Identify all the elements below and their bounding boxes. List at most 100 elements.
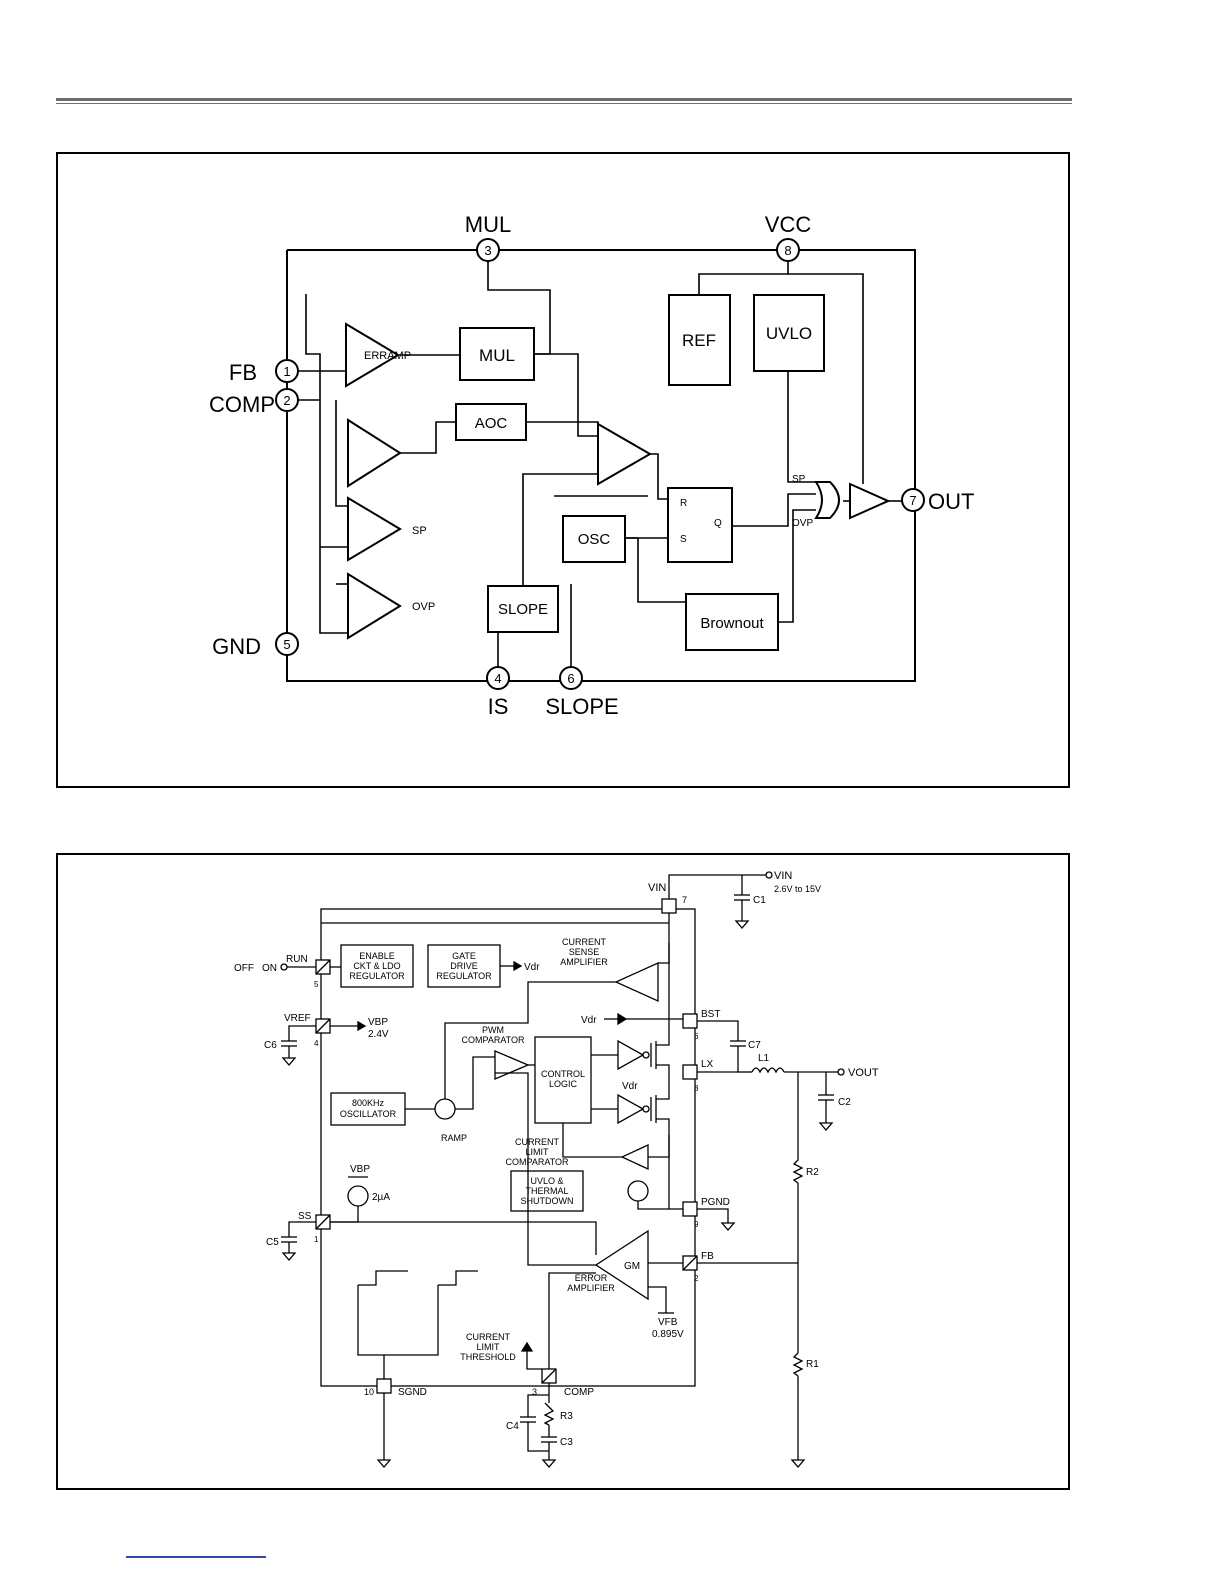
low-side-driver — [617, 1093, 645, 1125]
output-driver — [849, 482, 891, 520]
pgnd-wire — [697, 1208, 729, 1223]
ramp-summing-node — [434, 1098, 456, 1120]
pin-fb-slash — [682, 1255, 698, 1271]
pin-gnd-circle — [275, 632, 299, 656]
vdr-bst-label: Vdr — [581, 1015, 597, 1026]
c2-label: C2 — [838, 1097, 851, 1108]
block-enable-line3: REGULATOR — [349, 971, 405, 981]
comp-ground-icon — [541, 1459, 557, 1468]
pin-comp-slash — [541, 1368, 557, 1384]
c4-label: C4 — [506, 1421, 519, 1432]
pin-pgnd-box — [682, 1201, 698, 1217]
block-slope-label: SLOPE — [498, 601, 548, 618]
c6-ground-icon — [281, 1057, 297, 1066]
vin-range: 2.6V to 15V — [774, 884, 821, 894]
c6-wire — [288, 1025, 316, 1041]
block-enable-line2: CKT & LDO — [353, 961, 400, 971]
r1-label: R1 — [806, 1359, 819, 1370]
pin-vref-label: VREF — [284, 1013, 311, 1024]
pin-ss-slash — [315, 1214, 331, 1230]
c5-label: C5 — [266, 1237, 279, 1248]
pin-bst-box — [682, 1013, 698, 1029]
pin-comp-label: COMP — [209, 392, 275, 417]
block-brownout-label: Brownout — [700, 615, 764, 632]
signal-sp-gate: SP — [792, 474, 806, 485]
ovp-comparator — [347, 572, 402, 640]
block-control-line2: LOGIC — [549, 1079, 578, 1089]
pin-slope-number: 6 — [567, 671, 574, 686]
buck-block-diagram: VIN 7 VIN 2.6V to 15V C1 RUN 5 OFF ON VR… — [234, 870, 879, 1468]
block-gate-line1: GATE — [452, 951, 476, 961]
vin-pin-label: VIN — [648, 882, 666, 894]
c1-label: C1 — [753, 895, 766, 906]
pfc-block-diagram-panel: 3 MUL 8 VCC 1 FB 2 COMP 5 GND 4 IS 6 SLO… — [56, 152, 1070, 788]
pin-run-label: RUN — [286, 954, 308, 965]
pwm-comparator — [494, 1050, 530, 1080]
block-aoc-label: AOC — [475, 415, 508, 432]
current-source-value: 2µA — [372, 1192, 390, 1203]
high-side-driver — [617, 1039, 645, 1071]
pin-out-number: 7 — [909, 493, 916, 508]
pin-fb-label: FB — [701, 1251, 714, 1262]
pin-lx-label: LX — [701, 1059, 714, 1070]
pin-bst-label: BST — [701, 1009, 720, 1020]
chip-outline-bottom — [320, 908, 696, 1387]
switch-on: ON — [262, 963, 277, 974]
vbp-source-label: VBP — [350, 1164, 370, 1175]
block-control-line1: CONTROL — [541, 1069, 585, 1079]
sp-comparator — [347, 496, 402, 562]
footer-link-underline[interactable] — [126, 1556, 266, 1558]
r3-resistor — [543, 1402, 555, 1426]
block-osc-line2: OSCILLATOR — [340, 1109, 397, 1119]
pin-comp-number: 3 — [532, 1387, 537, 1397]
pin-bst-number: 6 — [694, 1032, 699, 1041]
vfb-wire — [648, 1286, 667, 1313]
bst-diode — [617, 1012, 628, 1026]
block-uvlo-line1: UVLO & — [530, 1176, 563, 1186]
c7-label: C7 — [748, 1040, 761, 1051]
pin-sgnd-label: SGND — [398, 1387, 427, 1398]
vout-terminal — [837, 1068, 845, 1076]
pwm-line2: COMPARATOR — [461, 1035, 525, 1045]
vfb-value: 0.895V — [652, 1329, 684, 1340]
ramp-label: RAMP — [441, 1133, 467, 1143]
run-terminal — [280, 963, 288, 971]
pin-ss-label: SS — [298, 1211, 312, 1222]
pgnd-ground-icon — [720, 1222, 736, 1231]
block-gate-line3: REGULATOR — [436, 971, 492, 981]
pin-is-label: IS — [488, 694, 509, 719]
pin-run-number: 5 — [314, 980, 319, 989]
l1-label: L1 — [758, 1053, 770, 1064]
flip-flop-s: S — [680, 534, 687, 545]
signal-sp: SP — [412, 525, 427, 537]
cl-threshold-line2: LIMIT — [476, 1342, 500, 1352]
source-to-ss — [330, 1206, 359, 1223]
header-rule-thin — [56, 103, 1072, 104]
r1-resistor — [792, 1352, 804, 1377]
l1-inductor — [751, 1067, 785, 1074]
pin-fb-number: 2 — [694, 1274, 699, 1283]
switch-off: OFF — [234, 963, 254, 974]
vdr-label: Vdr — [524, 962, 540, 973]
c5-wire — [288, 1221, 316, 1237]
c5-ground-icon — [281, 1252, 297, 1261]
c2-ground-icon — [818, 1122, 834, 1131]
current-sense-line2: SENSE — [569, 947, 600, 957]
aoc-comparator — [347, 418, 402, 488]
pin-lx-number: 8 — [694, 1084, 699, 1093]
block-uvlo-line3: SHUTDOWN — [521, 1196, 574, 1206]
vfb-label: VFB — [658, 1317, 678, 1328]
block-osc-line1: 800KHz — [352, 1098, 385, 1108]
pin-fb-label: FB — [229, 360, 257, 385]
vdr-driver-label: Vdr — [622, 1081, 638, 1092]
flip-flop-r: R — [680, 498, 687, 509]
top-wiring — [298, 261, 902, 667]
vin-terminal — [765, 871, 773, 879]
block-oscillator — [330, 1092, 406, 1126]
pin-lx-box — [682, 1064, 698, 1080]
vdr-arrow — [513, 960, 523, 972]
vin-wire — [668, 874, 766, 899]
vin-label: VIN — [774, 870, 792, 882]
pwm-comparator — [597, 422, 653, 486]
cl-comp-line1: CURRENT — [515, 1137, 560, 1147]
